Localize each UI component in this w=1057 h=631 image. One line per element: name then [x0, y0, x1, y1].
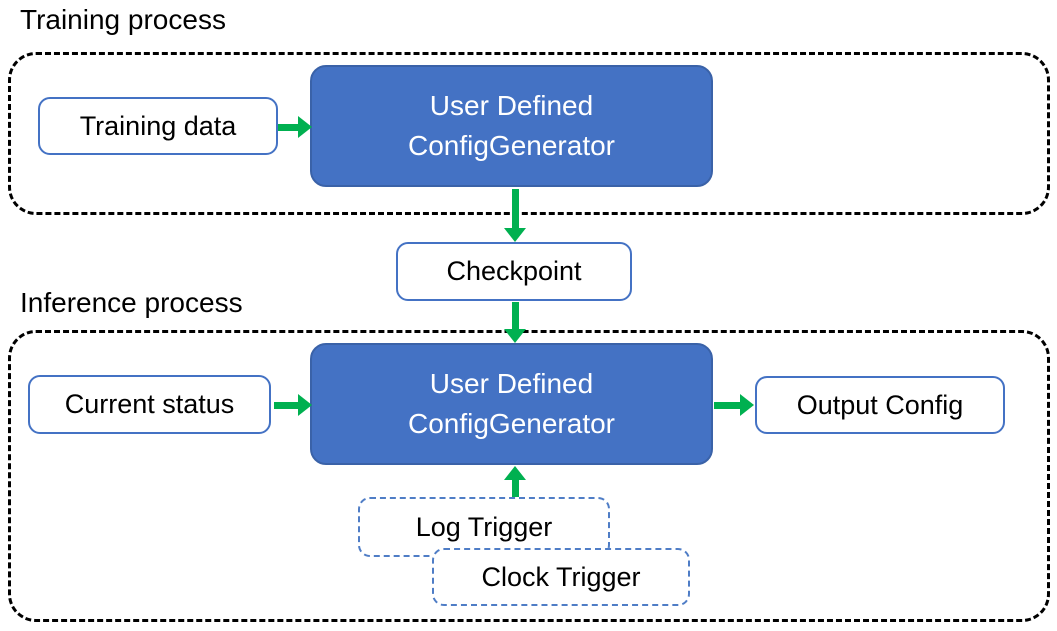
training-data-label: Training data	[79, 110, 237, 141]
output-config-box: Output Config	[755, 376, 1005, 434]
arrow-shaft	[511, 302, 519, 329]
arrow-shaft	[278, 123, 298, 131]
arrow-head-down-icon	[504, 329, 526, 343]
checkpoint-box: Checkpoint	[396, 242, 632, 301]
arrow-head-right-icon	[298, 394, 312, 416]
arrow-head-right-icon	[298, 116, 312, 138]
arrow-current-status-to-generator	[274, 394, 312, 416]
arrow-shaft	[714, 401, 740, 409]
arrow-training-data-to-generator	[278, 116, 312, 138]
training-config-generator-line1: User Defined	[429, 90, 594, 122]
log-trigger-box: Log Trigger	[358, 497, 610, 557]
arrow-shaft	[511, 480, 519, 497]
arrow-head-right-icon	[740, 394, 754, 416]
training-process-container	[8, 52, 1050, 215]
output-config-label: Output Config	[796, 389, 964, 420]
inference-config-generator-node: User Defined ConfigGenerator	[310, 343, 713, 465]
inference-section-title: Inference process	[20, 287, 243, 318]
arrow-head-up-icon	[504, 466, 526, 480]
log-trigger-label: Log Trigger	[415, 511, 553, 542]
current-status-box: Current status	[28, 375, 271, 434]
clock-trigger-box: Clock Trigger	[432, 548, 690, 606]
inference-config-generator-line2: ConfigGenerator	[407, 408, 615, 439]
arrow-head-down-icon	[504, 228, 526, 242]
clock-trigger-label: Clock Trigger	[481, 561, 641, 592]
arrow-generator-to-checkpoint	[504, 189, 526, 242]
checkpoint-label: Checkpoint	[446, 256, 582, 286]
arrow-checkpoint-to-inference-generator	[504, 302, 526, 343]
arrow-shaft	[511, 189, 519, 228]
inference-config-generator-line1: User Defined	[429, 368, 594, 400]
arrow-triggers-to-generator	[504, 466, 526, 497]
training-config-generator-line2: ConfigGenerator	[407, 130, 615, 161]
training-section-title: Training process	[20, 4, 226, 35]
inference-process-container	[8, 330, 1050, 622]
training-data-box: Training data	[38, 97, 278, 155]
arrow-generator-to-output-config	[714, 394, 754, 416]
training-config-generator-node: User Defined ConfigGenerator	[310, 65, 713, 187]
arrow-shaft	[274, 401, 298, 409]
current-status-label: Current status	[64, 389, 235, 419]
